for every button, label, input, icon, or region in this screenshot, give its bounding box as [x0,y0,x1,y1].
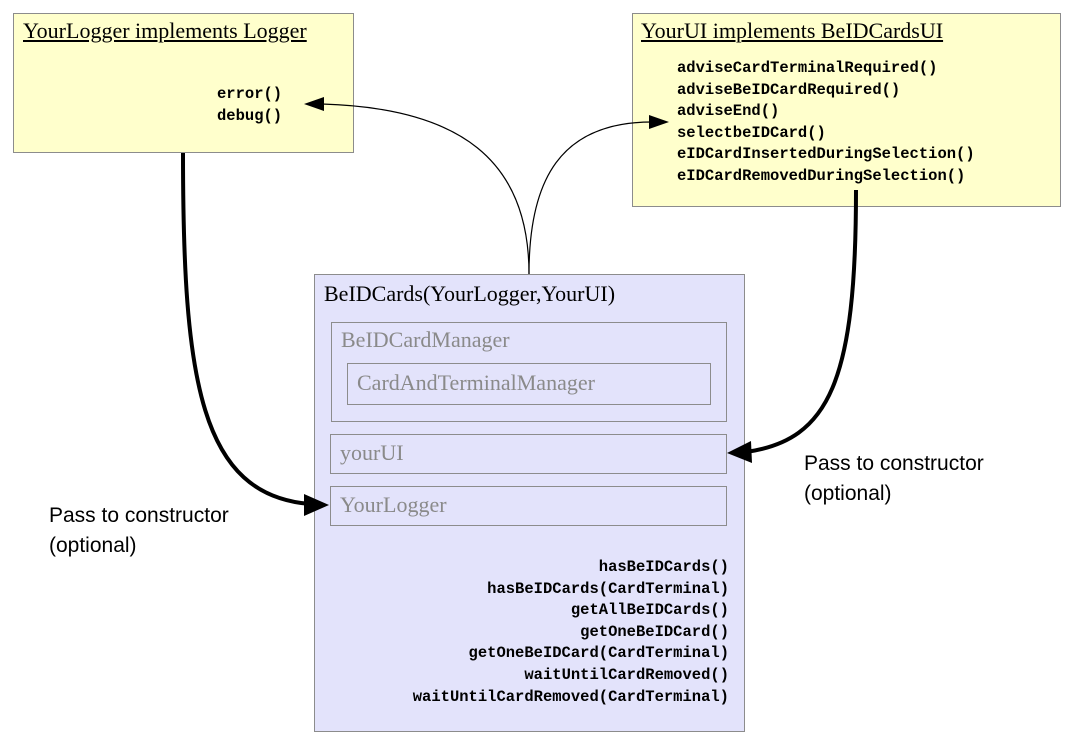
right-note: Pass to constructor (optional) [804,449,984,509]
call-arrow-to-ui [528,121,653,275]
method-get-all-beid-cards: getAllBeIDCards() [570,601,729,620]
pass-arrow-logger-head [304,494,329,516]
card-and-terminal-manager-label: CardAndTerminalManager [357,370,595,395]
method-eid-card-inserted: eIDCardInsertedDuringSelection() [677,145,975,164]
left-note-line1: Pass to constructor [49,504,229,527]
method-has-beid-cards: hasBeIDCards() [598,558,729,576]
beid-card-manager-box: BeIDCardManager CardAndTerminalManager [331,322,727,422]
ui-box: YourUI implements BeIDCardsUI adviseCard… [632,13,1061,207]
beidcards-methods: hasBeIDCards() hasBeIDCards(CardTerminal… [413,557,729,708]
your-ui-slot: yourUI [330,434,727,474]
method-select-beid-card: selectbeIDCard() [677,123,826,142]
method-get-one-beid-card: getOneBeIDCard() [580,622,729,641]
left-note: Pass to constructor (optional) [49,501,229,561]
ui-methods: adviseCardTerminalRequired() adviseBeIDC… [677,58,975,188]
method-has-beid-cards-terminal: hasBeIDCards(CardTerminal) [487,579,729,598]
pass-arrow-ui-head [727,441,752,463]
method-advise-end: adviseEnd() [677,102,780,121]
method-eid-card-removed: eIDCardRemovedDuringSelection() [677,166,966,185]
logger-box: YourLogger implements Logger error() deb… [13,13,354,153]
call-arrow-to-ui-head [649,115,669,129]
method-wait-until-card-removed-terminal: waitUntilCardRemoved(CardTerminal) [412,687,729,706]
call-arrow-to-logger-head [304,97,324,111]
method-advise-card-terminal-required: adviseCardTerminalRequired() [677,59,938,77]
logger-box-title: YourLogger implements Logger [23,18,307,43]
method-wait-until-card-removed: waitUntilCardRemoved() [524,665,729,684]
call-arrow-to-logger [321,103,530,275]
card-and-terminal-manager-box: CardAndTerminalManager [347,363,711,405]
right-note-line1: Pass to constructor [804,452,984,475]
pass-arrow-logger [181,152,311,506]
your-logger-slot-label: YourLogger [340,492,447,517]
left-note-line2: (optional) [49,534,137,557]
your-ui-slot-label: yourUI [340,440,404,465]
your-logger-slot: YourLogger [330,486,727,526]
logger-methods: error() debug() [217,84,282,127]
right-note-line2: (optional) [804,482,892,505]
method-error: error() [217,85,283,103]
beid-card-manager-label: BeIDCardManager [341,327,510,352]
method-get-one-beid-card-terminal: getOneBeIDCard(CardTerminal) [468,644,729,663]
method-debug: debug() [217,106,283,125]
method-advise-beid-card-required: adviseBeIDCardRequired() [677,80,901,99]
ui-box-title: YourUI implements BeIDCardsUI [641,18,944,43]
beidcards-box-title: BeIDCards(YourLogger,YourUI) [324,281,616,306]
beidcards-box: BeIDCards(YourLogger,YourUI) BeIDCardMan… [314,274,745,732]
pass-arrow-ui [745,189,858,454]
